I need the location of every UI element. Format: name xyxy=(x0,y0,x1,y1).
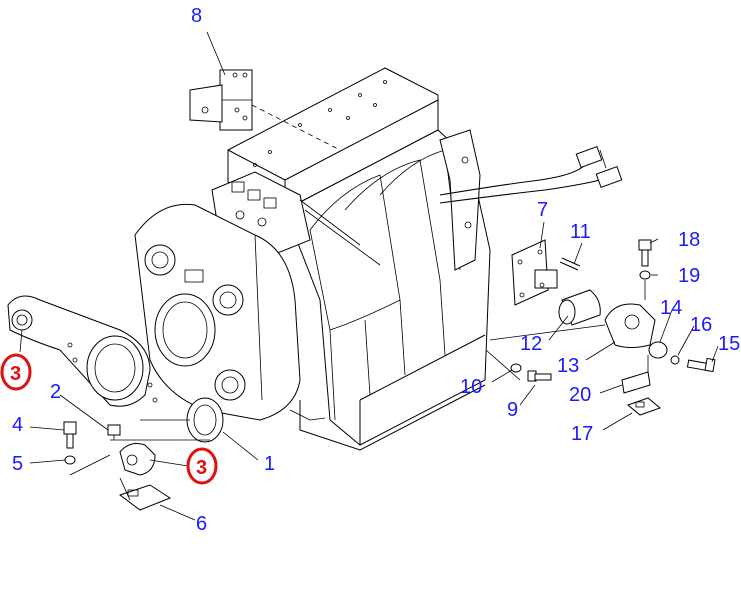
callout-7: 7 xyxy=(537,199,548,221)
mount-part-3-lower xyxy=(119,443,156,476)
callout-10: 10 xyxy=(460,376,482,398)
callout-9: 9 xyxy=(507,399,518,421)
highlight-circle-left xyxy=(0,353,32,391)
plate-part-6 xyxy=(118,484,172,511)
fitting-part-2 xyxy=(107,424,121,440)
highlight-circle-right xyxy=(186,447,218,485)
callout-11: 11 xyxy=(570,221,591,243)
bolt-part-18 xyxy=(638,239,652,267)
callout-18: 18 xyxy=(678,229,700,251)
gear-flange-bottom xyxy=(214,369,246,401)
callout-1: 1 xyxy=(264,453,275,475)
callout-3-left: 3 xyxy=(10,363,21,385)
washer-part-14 xyxy=(648,341,668,359)
gear-flange-top xyxy=(144,244,176,276)
callout-6: 6 xyxy=(196,513,207,535)
callout-15: 15 xyxy=(718,333,740,355)
washer-part-5 xyxy=(64,455,76,465)
callout-17: 17 xyxy=(571,423,593,445)
washer-part-16 xyxy=(670,355,680,365)
plate-part-17 xyxy=(627,397,661,416)
callout-16: 16 xyxy=(690,314,712,336)
bushing-part-3-right xyxy=(186,397,224,443)
washer-part-10 xyxy=(510,363,522,373)
gear-flange-right xyxy=(212,284,244,316)
shim-part-20 xyxy=(621,371,651,394)
callout-3-right: 3 xyxy=(196,457,207,479)
callout-4: 4 xyxy=(12,414,23,436)
bolt-part-4 xyxy=(63,421,77,449)
bracket-part-8 xyxy=(189,69,253,131)
callout-13: 13 xyxy=(557,355,579,377)
callout-12: 12 xyxy=(520,333,542,355)
callout-14: 14 xyxy=(660,297,682,319)
callout-2: 2 xyxy=(50,381,61,403)
callout-19: 19 xyxy=(678,265,700,287)
callout-20: 20 xyxy=(569,384,591,406)
callout-5: 5 xyxy=(12,453,23,475)
cylinder-part-12 xyxy=(558,289,601,326)
pin-part-11 xyxy=(559,257,581,271)
clamp-part-13 xyxy=(604,303,656,348)
bolt-part-15 xyxy=(686,357,716,373)
gear-case xyxy=(134,203,301,421)
leader-lines xyxy=(19,31,719,521)
mount-arm-part-1 xyxy=(7,295,158,407)
callout-8: 8 xyxy=(191,5,202,27)
washer-part-19 xyxy=(639,270,651,280)
bolt-part-9 xyxy=(527,370,552,382)
connector-plugs xyxy=(575,146,623,188)
plate-part-7 xyxy=(511,239,558,306)
